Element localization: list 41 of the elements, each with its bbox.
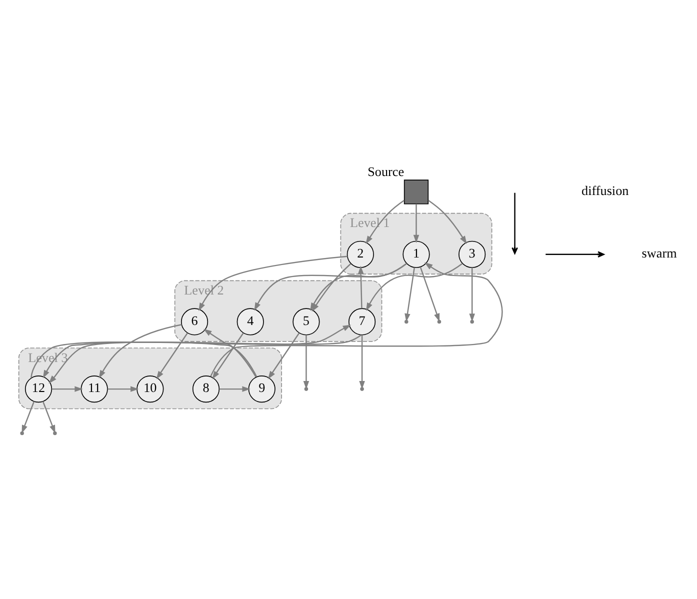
arrow bbox=[203, 328, 256, 377]
arrow bbox=[428, 199, 467, 244]
arrow bbox=[359, 334, 365, 389]
arrow bbox=[210, 262, 503, 376]
node-circle: 12 bbox=[24, 375, 52, 402]
arrow bbox=[219, 386, 250, 392]
arrow bbox=[48, 334, 362, 384]
node-circle: 11 bbox=[80, 375, 108, 402]
node-circle: 7 bbox=[348, 308, 376, 335]
arrow bbox=[312, 262, 352, 312]
arrow bbox=[52, 386, 83, 392]
arrow bbox=[358, 265, 364, 308]
node-circle: 10 bbox=[136, 375, 164, 402]
arrow bbox=[404, 266, 415, 322]
arrow bbox=[22, 400, 35, 433]
arrow bbox=[108, 386, 139, 392]
legend-label: swarm bbox=[642, 245, 677, 260]
node-circle: 9 bbox=[248, 375, 276, 402]
arrow bbox=[413, 203, 420, 243]
arrow bbox=[366, 199, 404, 244]
node-circle: 3 bbox=[458, 240, 486, 268]
arrow bbox=[98, 323, 182, 378]
arrow bbox=[42, 400, 56, 433]
node-label: Source bbox=[368, 163, 404, 178]
node-circle: 5 bbox=[292, 308, 320, 335]
arrow bbox=[268, 332, 300, 379]
node-circle: 6 bbox=[180, 308, 208, 335]
arrow bbox=[42, 341, 258, 378]
arrow bbox=[469, 267, 475, 322]
node-circle: 8 bbox=[192, 375, 220, 402]
arrow bbox=[366, 262, 463, 310]
node-circle: 2 bbox=[346, 240, 374, 268]
arrow bbox=[212, 332, 244, 379]
arrow bbox=[303, 334, 310, 389]
arrow bbox=[420, 266, 440, 322]
node-circle: 1 bbox=[402, 240, 430, 268]
arrow bbox=[30, 324, 352, 378]
node-circle: 4 bbox=[236, 308, 264, 335]
legend-label: diffusion bbox=[582, 182, 629, 198]
node-box bbox=[404, 179, 429, 204]
arrow bbox=[156, 332, 188, 379]
